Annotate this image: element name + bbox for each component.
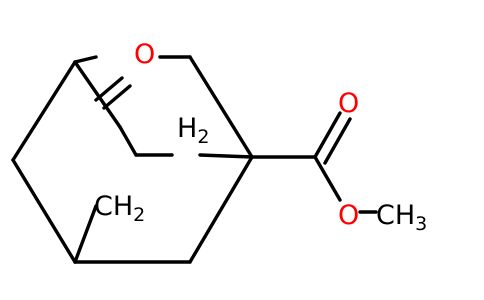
bond-inner-ketone-carbon-bridge bbox=[118, 125, 138, 157]
carbonyl-oxygen-label: O bbox=[338, 88, 359, 119]
bond-carbonyl-line-b bbox=[323, 117, 352, 165]
methyl-base: CH bbox=[376, 200, 415, 231]
bond-layer bbox=[11, 55, 378, 264]
bond-cage-right-upper bbox=[188, 55, 254, 159]
bond-ketone-line-a bbox=[94, 76, 124, 102]
hydrogen-subscript: 2 bbox=[197, 126, 209, 148]
hydrogen-base: H bbox=[177, 113, 197, 144]
bond-cage-top-left bbox=[73, 55, 98, 64]
bond-cage-left bbox=[11, 158, 77, 264]
methylene-base: CH bbox=[94, 191, 133, 222]
bond-inner-h2-to-quaternary bbox=[198, 153, 254, 159]
hydrogen-bridge-label: H2 bbox=[177, 113, 209, 148]
methylene-subscript: 2 bbox=[133, 204, 145, 226]
methylene-bridge-label: CH2 bbox=[94, 191, 145, 226]
bond-cage-lower-right bbox=[188, 155, 254, 264]
ketone-oxygen-label: O bbox=[134, 39, 155, 70]
methyl-label: CH3 bbox=[376, 200, 427, 235]
bond-ketone-line-b bbox=[102, 84, 132, 110]
bond-inner-top-to-ketone-carbon bbox=[73, 60, 122, 129]
bond-inner-ch2-to-bottom bbox=[73, 204, 98, 264]
methyl-subscript: 3 bbox=[415, 213, 427, 235]
bond-ester-single-bond bbox=[313, 155, 342, 202]
bond-carbonyl-line-a bbox=[313, 111, 342, 159]
bond-cage-upper-left bbox=[11, 60, 77, 162]
ester-oxygen-label: O bbox=[338, 200, 359, 231]
